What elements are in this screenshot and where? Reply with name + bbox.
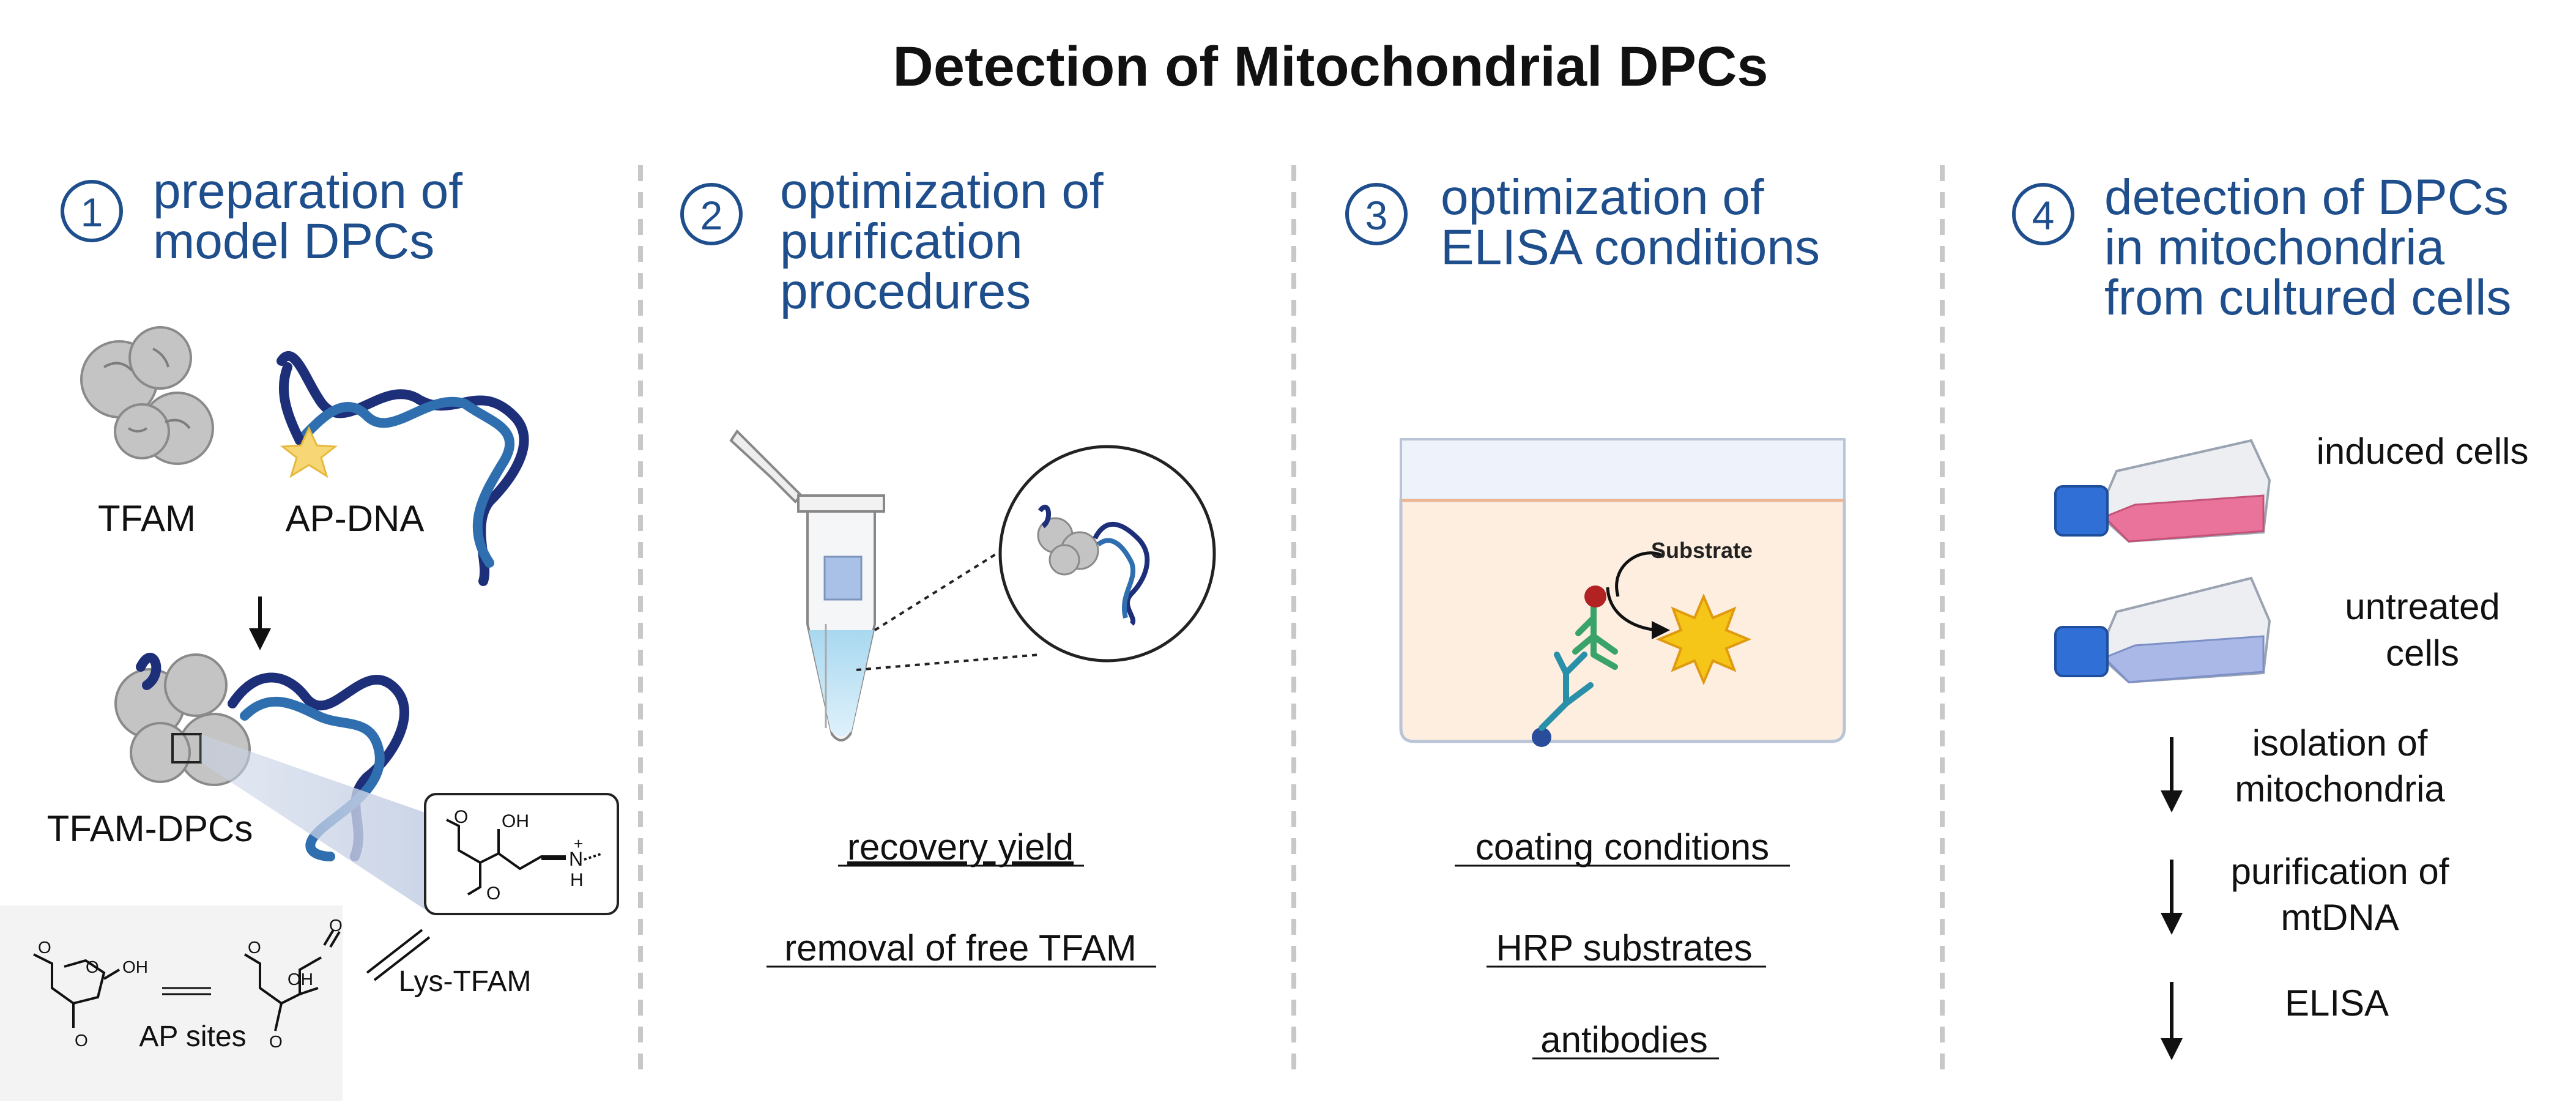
ap-o-3: O [75,1031,88,1050]
ap-oh-2: OH [288,970,313,989]
step-number-circle-3 [1345,183,1408,245]
star-icon [1655,593,1752,686]
isolation-step-line-1: isolation of [2252,723,2428,764]
ap-o-1: O [38,938,51,957]
step-number-circle-1 [61,180,123,242]
step-number-circle-2 [680,183,743,245]
purification-step-line-1: purification of [2231,851,2449,892]
panel-3-heading-line-2: ELISA conditions [1441,220,1820,275]
panel-2-heading-line-3: procedures [780,264,1031,319]
curved-arrow-icon [1615,551,1665,597]
iminium-structure-box: O OH O N H + [424,793,619,915]
structure-plus: + [574,834,583,853]
lys-tfam-label: Lys-TFAM [399,965,532,998]
elisa-step: ELISA [2285,983,2389,1024]
isolation-step-line-2: mitochondria [2235,768,2445,809]
ap-dna-label: AP-DNA [286,498,425,539]
panel-4: 4 detection of DPCs in mitochondria from… [2012,169,2529,1060]
curved-arrow-path [1606,587,1670,639]
equilibrium-small-icon [162,987,211,995]
step-number-2: 2 [700,193,723,238]
protein-cluster-icon [80,326,214,465]
panel-3-heading-line-1: optimization of [1441,169,1764,225]
induced-cells-label: induced cells [2317,431,2529,472]
hrp-substrates-item: HRP substrates [1496,927,1752,968]
untreated-cells-label-line-2: cells [2386,633,2459,674]
panel-2-heading-line-2: purification [780,214,1023,269]
zoom-lines [856,546,1041,671]
panel-4-heading-line-2: in mitochondria [2104,220,2444,275]
panel-4-heading-line-1: detection of DPCs [2104,169,2509,225]
step-number-circle-4 [2012,183,2074,245]
panel-2: 2 optimization of purification procedure… [680,163,1216,968]
structure-h: H [570,870,584,890]
flask-pink-icon [2054,439,2271,543]
structure-o-2: O [486,883,500,904]
ap-site-star-icon [280,426,338,478]
flask-blue-icon [2054,576,2271,684]
magnify-beam [201,734,428,912]
antibodies-item: antibodies [1540,1019,1708,1060]
tfam-dpcs-label: TFAM-DPCs [47,808,253,849]
panel-2-heading-line-1: optimization of [780,163,1104,219]
substrate-label: Substrate [1651,538,1753,563]
step-number-4: 4 [2032,193,2055,238]
structure-oh: OH [502,811,529,831]
ap-o-2: O [86,957,99,976]
ap-o-4: O [248,938,261,957]
removal-free-tfam-item: removal of free TFAM [784,927,1137,968]
purification-step-line-2: mtDNA [2281,897,2399,938]
tube-icon [729,429,885,741]
zoom-circle-icon [998,445,1216,663]
step-number-1: 1 [81,190,103,235]
structure-o-1: O [454,807,468,827]
ap-sites-label: AP sites [139,1020,246,1053]
untreated-cells-label-line-1: untreated [2345,586,2500,627]
ap-oh-1: OH [122,957,148,976]
page-title: Detection of Mitochondrial DPCs [893,35,1768,98]
tfam-label: TFAM [98,498,196,539]
ap-site-labels: O O OH O O OH O O [38,916,343,1051]
panel-1-heading-line-2: model DPCs [153,214,434,269]
panel-4-heading-line-3: from cultured cells [2104,270,2511,325]
panel-3: 3 optimization of ELISA conditions Subst… [1345,169,1846,1060]
panel-1: 1 preparation of model DPCs TFAM AP-DNA [0,163,619,1101]
structure-n: N [569,848,583,870]
panel-dividers [638,165,1945,1077]
ap-ketone-o: O [329,916,343,935]
zoom-dpc-icon [1037,504,1150,626]
recovery-yield-item: recovery yield [847,827,1074,868]
ap-sites-panel-bg [0,905,343,1101]
ap-o-5: O [269,1032,283,1051]
coating-conditions-item: coating conditions [1475,827,1769,868]
dna-helix-icon [277,351,529,586]
antibody-icon [1532,585,1618,747]
panel-1-heading-line-1: preparation of [153,163,462,219]
ap-site-structures [33,929,341,1031]
equilibrium-arrows-icon [366,929,431,981]
step-number-3: 3 [1365,193,1388,238]
well-plate-icon [1399,438,1846,743]
